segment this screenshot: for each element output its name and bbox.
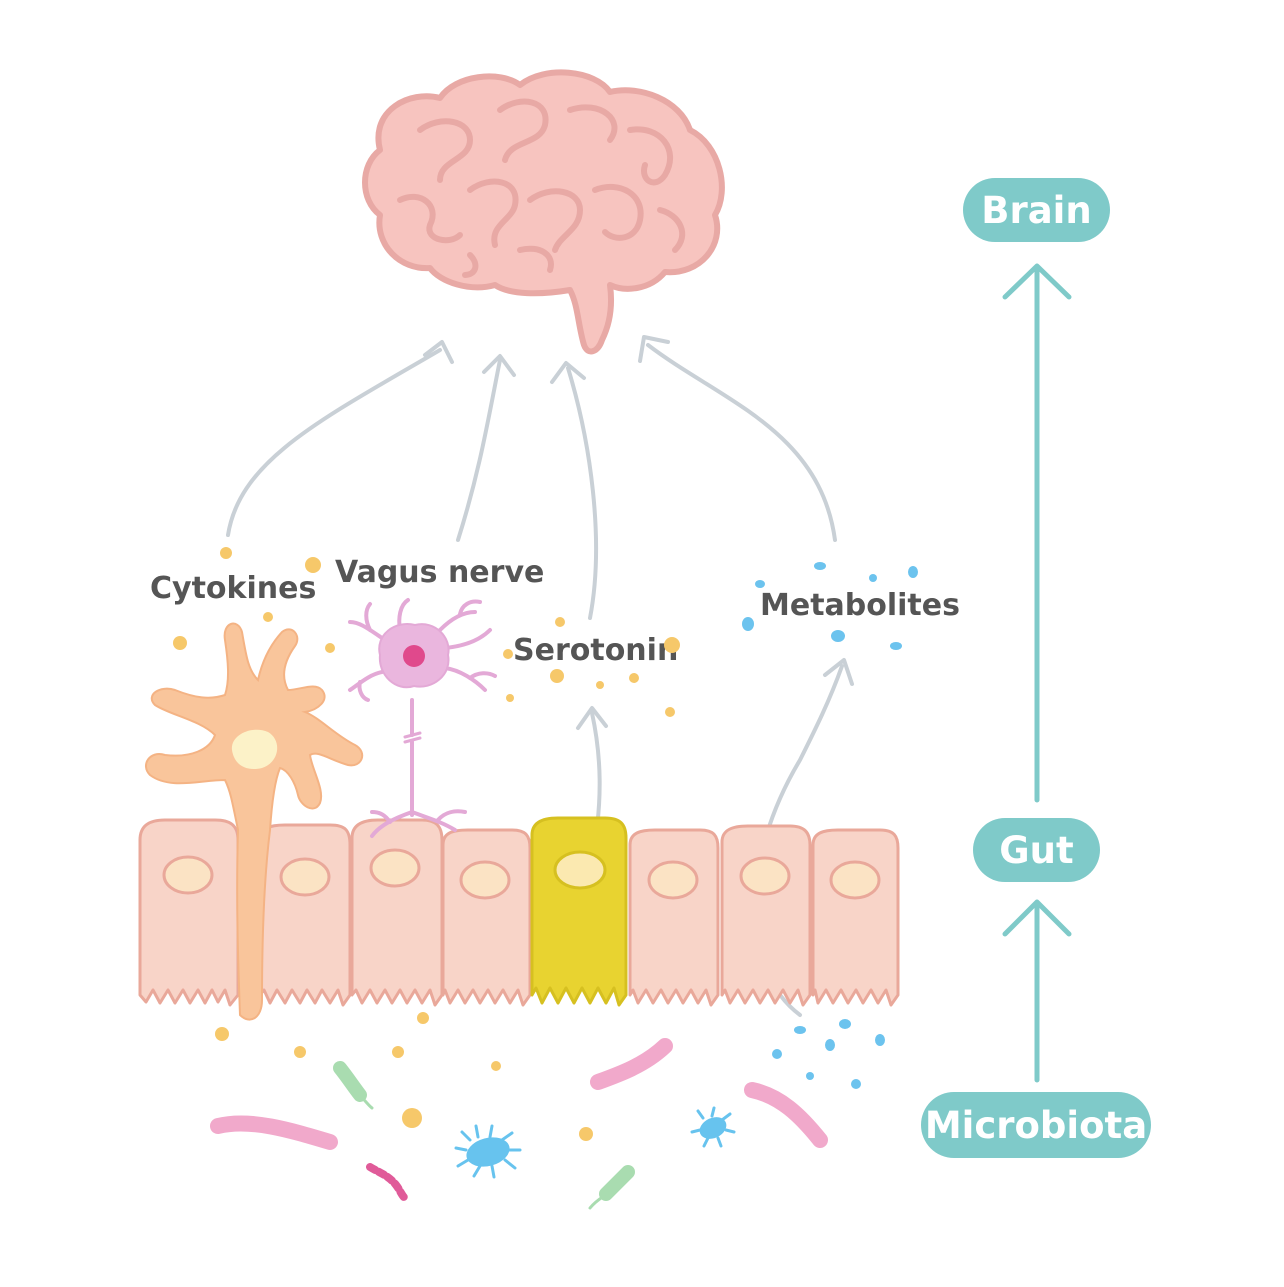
microbiota-pill-label: Microbiota xyxy=(925,1104,1147,1147)
microbiota-to-gut-arrowhead xyxy=(1002,899,1072,937)
cytokine-particles xyxy=(173,547,680,1141)
gut-pill-label: Gut xyxy=(999,829,1073,872)
neuron-icon xyxy=(348,598,497,838)
cytokines-label: Cytokines xyxy=(150,571,316,606)
brain-pill: Brain xyxy=(963,178,1110,242)
gut-to-brain-arrowhead xyxy=(1002,263,1072,300)
epithelial-cell-icon xyxy=(350,818,444,1007)
serotonin-label: Serotonin xyxy=(513,633,678,668)
vagus-arrow xyxy=(456,354,516,542)
bacteria-icon xyxy=(454,1124,522,1179)
axis-arrows xyxy=(1002,263,1072,1083)
bacteria-icon xyxy=(210,1038,828,1210)
enterochromaffin-cell-icon xyxy=(530,816,628,1007)
dendritic-cell-icon xyxy=(145,622,364,1021)
brain-icon xyxy=(362,69,725,355)
metabolites-arrow xyxy=(638,335,837,542)
gut-pill: Gut xyxy=(973,818,1100,882)
cytokines-arrow xyxy=(226,340,454,537)
metabolite-particles xyxy=(742,562,918,1089)
epithelial-cell-icon xyxy=(628,828,720,1007)
bacteria-icon xyxy=(690,1106,736,1148)
epithelial-cell-icon xyxy=(138,818,240,1007)
epithelial-cell-icon xyxy=(258,823,352,1007)
neuron-body xyxy=(378,623,450,689)
microbiota-pill: Microbiota xyxy=(921,1092,1151,1158)
serotonin-arrow xyxy=(550,361,598,620)
epithelial-layer xyxy=(138,816,900,1007)
vagus-nerve-label: Vagus nerve xyxy=(335,555,544,590)
brain-pill-label: Brain xyxy=(981,189,1091,232)
epithelial-cell-icon xyxy=(811,828,900,1007)
epithelial-cell-icon xyxy=(720,824,812,1007)
epithelial-cell-icon xyxy=(441,828,532,1007)
metabolites-label: Metabolites xyxy=(760,588,960,623)
